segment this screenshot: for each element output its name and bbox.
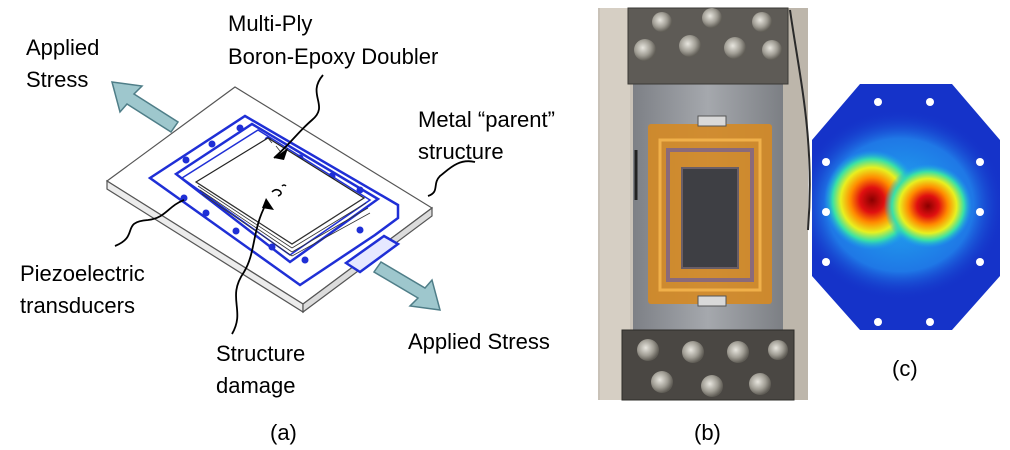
transducer-dot bbox=[232, 227, 240, 235]
bottom-connector bbox=[697, 295, 727, 307]
sensor-dot bbox=[976, 258, 984, 266]
transducer-dot bbox=[268, 243, 276, 251]
transducer-dot bbox=[208, 140, 216, 148]
applied-stress-arrow-top bbox=[110, 81, 180, 134]
top-connector bbox=[697, 115, 727, 127]
sensor-dot bbox=[976, 158, 984, 166]
sensor-dot bbox=[822, 258, 830, 266]
bolt bbox=[637, 339, 659, 361]
panel-a-caption: (a) bbox=[270, 420, 297, 445]
bolt bbox=[762, 40, 782, 60]
transducer-dot bbox=[301, 256, 309, 264]
metal-leader bbox=[427, 160, 476, 197]
doubler-patch bbox=[681, 167, 739, 269]
panel-b-caption: (b) bbox=[694, 420, 721, 445]
damage-label-2: damage bbox=[216, 373, 296, 398]
metal-structure-label-1: Metal “parent” bbox=[418, 107, 555, 132]
sensor-positions bbox=[822, 98, 984, 326]
bolt bbox=[749, 373, 771, 395]
transducer-dot bbox=[356, 186, 364, 194]
bolt bbox=[768, 340, 788, 360]
bolt bbox=[652, 12, 672, 32]
bottom-bolts bbox=[637, 339, 788, 397]
piezo-leader bbox=[114, 199, 185, 247]
bolt bbox=[727, 341, 749, 363]
applied-stress-top-label-1: Applied bbox=[26, 35, 100, 60]
damage-leader-arrowhead bbox=[262, 198, 274, 210]
top-bolts bbox=[634, 8, 782, 61]
bolt bbox=[651, 371, 673, 393]
doubler-label-2: Boron-Epoxy Doubler bbox=[228, 44, 439, 69]
bolt bbox=[752, 12, 772, 32]
transducer-dot bbox=[236, 124, 244, 132]
bolt bbox=[679, 35, 701, 57]
piezo-label-1: Piezoelectric bbox=[20, 261, 145, 286]
doubler-label-1: Multi-Ply bbox=[228, 11, 313, 36]
sensor-dot bbox=[822, 158, 830, 166]
applied-stress-arrow-bottom bbox=[372, 261, 442, 311]
structure-damage-mark bbox=[271, 184, 287, 197]
applied-stress-top-label-2: Stress bbox=[26, 67, 89, 92]
sensor-dot bbox=[822, 208, 830, 216]
damage-label-1: Structure bbox=[216, 341, 306, 366]
bolt bbox=[682, 341, 704, 363]
panel-c-caption: (c) bbox=[892, 356, 918, 381]
piezo-label-2: transducers bbox=[20, 293, 135, 318]
bolt bbox=[724, 37, 746, 59]
sensor-layer-outline bbox=[147, 114, 401, 287]
bolt bbox=[634, 39, 656, 61]
transducer-dot bbox=[202, 209, 210, 217]
sensor-dot bbox=[874, 98, 882, 106]
cable bbox=[789, 9, 811, 231]
doubler-leader bbox=[273, 74, 324, 159]
bolt bbox=[701, 375, 723, 397]
doubler-leader-arrowhead bbox=[274, 148, 288, 160]
applied-stress-bottom-label: Applied Stress bbox=[408, 329, 550, 354]
sensor-dot bbox=[874, 318, 882, 326]
heatmap-field bbox=[812, 84, 1000, 330]
sensor-dot bbox=[926, 98, 934, 106]
transducer-dot bbox=[182, 156, 190, 164]
leader-lines bbox=[114, 74, 476, 335]
transducer-dot bbox=[356, 226, 364, 234]
sensor-dot bbox=[976, 208, 984, 216]
sensor-dot bbox=[926, 318, 934, 326]
damage-hotspot-right bbox=[884, 164, 972, 248]
damage-leader bbox=[231, 203, 267, 335]
metal-structure-label-2: structure bbox=[418, 139, 504, 164]
bolt bbox=[702, 8, 722, 28]
